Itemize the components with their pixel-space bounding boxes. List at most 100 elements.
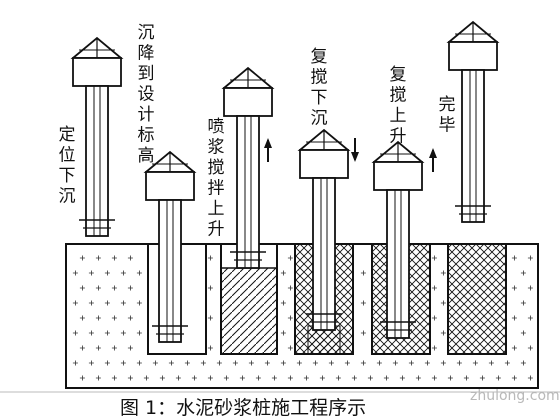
soil-mark: [95, 345, 101, 351]
label-char: 完: [439, 95, 456, 115]
soil-mark: [184, 360, 190, 366]
soil-mark: [104, 330, 110, 336]
soil-mark: [527, 255, 533, 261]
rig-box: [448, 41, 498, 71]
soil-mark: [120, 300, 126, 306]
soil-mark: [511, 315, 517, 321]
soil-mark: [79, 375, 85, 381]
soil-mark: [520, 330, 526, 336]
soil-mark: [440, 330, 446, 336]
soil-mark: [312, 360, 318, 366]
soil-mark: [440, 300, 446, 306]
label-char: 沉: [311, 109, 328, 129]
soil-mark: [207, 255, 213, 261]
soil-mark: [511, 375, 517, 381]
soil-mark: [104, 270, 110, 276]
soil-mark: [136, 300, 142, 306]
soil-mark: [72, 270, 78, 276]
soil-mark: [472, 360, 478, 366]
label-char: 升: [208, 220, 225, 240]
soil-mark: [271, 375, 277, 381]
soil-mark: [431, 375, 437, 381]
soil-mark: [440, 360, 446, 366]
label-spray-mix-lift: 喷浆搅拌上升: [208, 117, 225, 240]
soil-mark: [431, 285, 437, 291]
rig-box: [145, 171, 195, 201]
soil-mark: [280, 360, 286, 366]
soil-mark: [527, 315, 533, 321]
soil-mark: [136, 330, 142, 336]
rig-shaft: [236, 115, 260, 269]
soil-mark: [456, 360, 462, 366]
soil-mark: [424, 360, 430, 366]
soil-mark: [440, 270, 446, 276]
soil-mark: [255, 375, 261, 381]
soil-mark: [520, 360, 526, 366]
soil-mark: [232, 360, 238, 366]
soil-mark: [152, 360, 158, 366]
soil-mark: [88, 270, 94, 276]
label-positioning: 定位下沉: [59, 125, 76, 207]
label-char: 浆: [208, 138, 225, 158]
soil-mark: [287, 345, 293, 351]
soil-mark: [280, 270, 286, 276]
soil-mark: [360, 270, 366, 276]
label-char: 到: [138, 64, 155, 84]
soil-mark: [287, 315, 293, 321]
soil-mark: [127, 345, 133, 351]
soil-mark: [287, 375, 293, 381]
soil-mark: [200, 360, 206, 366]
soil-mark: [207, 345, 213, 351]
soil-mark: [335, 375, 341, 381]
soil-body: [65, 243, 539, 389]
soil-mark: [351, 375, 357, 381]
label-char: 喷: [208, 117, 225, 137]
soil-mark: [207, 315, 213, 321]
soil-mark: [88, 360, 94, 366]
soil-mark: [88, 300, 94, 306]
soil-mark: [408, 360, 414, 366]
rig-complete: [446, 20, 500, 223]
hatched-column-lower: [220, 267, 278, 355]
soil-mark: [280, 300, 286, 306]
soil-mark: [360, 300, 366, 306]
soil-mark: [120, 360, 126, 366]
soil-mark: [296, 360, 302, 366]
soil-mark: [72, 300, 78, 306]
soil-mark: [120, 330, 126, 336]
soil-mark: [95, 285, 101, 291]
rig-shaft: [386, 189, 410, 339]
soil-mark: [504, 360, 510, 366]
soil-mark: [383, 375, 389, 381]
rig-shaft: [85, 85, 109, 237]
soil-mark: [104, 300, 110, 306]
soil-mark: [303, 375, 309, 381]
soil-mark: [463, 375, 469, 381]
soil-mark: [127, 285, 133, 291]
label-char: 上: [390, 106, 407, 126]
mixing-rigs: [70, 20, 500, 343]
soil-mark: [175, 375, 181, 381]
label-char: 标: [138, 126, 155, 146]
soil-mark: [280, 330, 286, 336]
soil-mark: [447, 375, 453, 381]
soil-mark: [168, 360, 174, 366]
label-char: 复: [390, 65, 407, 85]
soil-mark: [95, 375, 101, 381]
label-char: 搅: [208, 158, 225, 178]
soil-mark: [511, 255, 517, 261]
soil-mark: [367, 375, 373, 381]
soil-mark: [527, 345, 533, 351]
soil-mark: [248, 360, 254, 366]
soil-mark: [79, 315, 85, 321]
rig-shaft: [312, 177, 336, 331]
soil-mark: [527, 375, 533, 381]
figure-caption: 图 1：水泥砂浆桩施工程序示: [120, 397, 366, 419]
up-arrow-remix-lift: [429, 148, 437, 172]
soil-mark: [79, 345, 85, 351]
soil-mark: [95, 255, 101, 261]
soil-mark: [511, 285, 517, 291]
soil-mark: [431, 345, 437, 351]
soil-mark: [120, 270, 126, 276]
label-char: 定: [59, 125, 76, 145]
